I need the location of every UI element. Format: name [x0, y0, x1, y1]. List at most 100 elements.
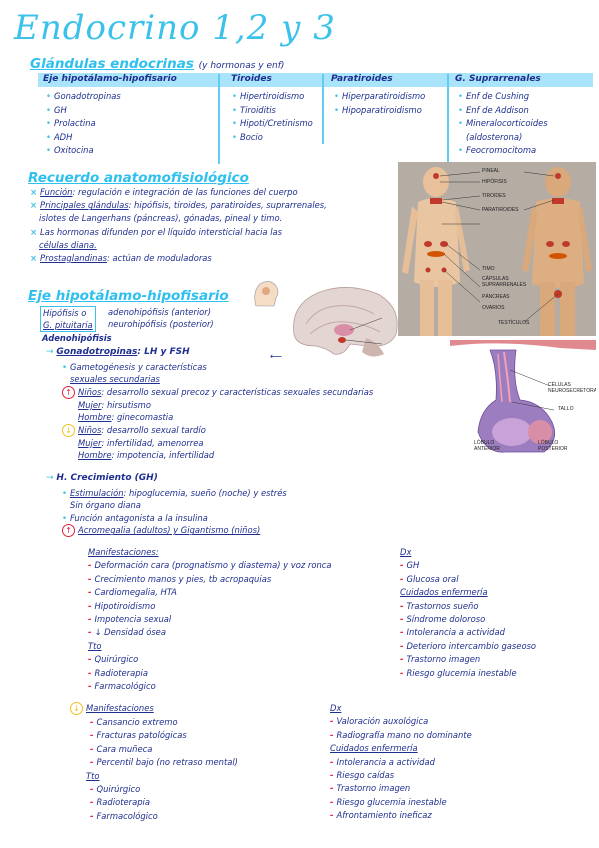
section-title: Tto: [88, 640, 102, 651]
item-text: : desarrollo sexual tardío: [101, 424, 206, 435]
gonadotropinas-heading: → Gonadotropinas: LH y FSH: [46, 347, 190, 357]
list-item: Deterioro intercambio gaseoso: [400, 640, 536, 653]
arrow-right-icon: →: [46, 347, 54, 357]
list-item: Hipoparatiroidismo: [334, 104, 425, 118]
list-item: Hipertiroidismo: [232, 90, 313, 104]
pituitary-label: CÉLULAS NEUROSECRETORAS: [548, 382, 596, 394]
list-item: Principales glándulas: hipófisis, tiroid…: [30, 199, 390, 212]
list-item: Mineralocorticoides: [458, 117, 548, 131]
item-text: : hirsutismo: [101, 399, 151, 410]
recuerdo-text: : hipófisis, tiroides, paratiroides, sup…: [128, 200, 327, 211]
eje-heading: Eje hipotálamo-hipofisario: [28, 288, 229, 304]
section-title: Dx: [400, 547, 412, 557]
column-paratiroides-list: Hiperparatiroidismo Hipoparatiroidismo: [334, 90, 425, 117]
acromegalia-manifestaciones: Manifestaciones: Deformación cara (progn…: [88, 546, 332, 693]
anatomy-bodies-icon: [402, 167, 592, 336]
list-item: Trastorno imagen: [330, 782, 472, 795]
anatomy-label: TIROIDES: [482, 193, 506, 199]
anatomy-label: TESTÍCULOS: [498, 320, 530, 326]
arrow-down-circle-icon: ↓: [70, 702, 83, 715]
gh-body: Estimulación: hipoglucemia, sueño (noche…: [62, 487, 287, 538]
arrow-up-circle-icon: ↑: [62, 385, 75, 399]
item-label: Hombre: [78, 450, 112, 461]
recuerdo-label: Principales glándulas: [40, 200, 129, 211]
list-item: Farmacológico: [88, 680, 332, 693]
anatomy-label: HIPÓFISIS: [482, 179, 507, 185]
arrow-up-circle-icon: ↑: [62, 524, 75, 538]
recuerdo-label: Función: [40, 187, 73, 197]
item-text: : impotencia, infertilidad: [111, 450, 215, 461]
glandulas-note: (y hormonas y enf): [198, 61, 285, 71]
acromegalia-dx: Dx GH Glucosa oral Cuidados enfermería T…: [400, 546, 536, 680]
gh-deficit-dx: Dx Valoración auxológica Radiografía man…: [330, 702, 472, 823]
recuerdo-text: : actúan de moduladoras: [106, 253, 212, 264]
list-item: islotes de Langerhans (páncreas), gónada…: [39, 213, 283, 224]
item-text: : desarrollo sexual precoz y característ…: [101, 386, 374, 397]
list-item: Glucosa oral: [400, 573, 536, 586]
list-item: ↓Niños: desarrollo sexual tardío: [62, 423, 373, 437]
item-label: Niños: [78, 424, 102, 435]
column-divider: [447, 74, 449, 164]
gh-heading: → H. Crecimiento (GH): [46, 473, 158, 483]
list-item: Las hormonas difunden por el líquido int…: [30, 226, 390, 239]
gonadotropinas-body: Gametogénesis y características sexuales…: [62, 361, 373, 461]
item-label: Niños: [78, 386, 102, 397]
item-text: : ginecomastia: [111, 412, 174, 423]
list-item: Síndrome doloroso: [400, 613, 536, 626]
column-divider: [218, 74, 220, 164]
list-item: Deformación cara (prognatismo y diastema…: [88, 559, 331, 572]
list-item: Fracturas patológicas: [90, 729, 238, 742]
column-divider: [322, 74, 324, 144]
list-item: Trastorno imagen: [400, 653, 536, 666]
anatomy-label: CÁPSULAS SUPRARRENALES: [482, 276, 527, 288]
list-item: Hipoti/Cretinismo: [232, 117, 313, 131]
hipofisis-part: neurohipófisis (posterior): [108, 319, 214, 329]
pituitary-label: TALLO: [558, 406, 574, 412]
list-item: Prolactina: [46, 117, 121, 131]
item-text: Acromegalia (adultos) y Gigantismo (niño…: [78, 525, 261, 536]
anatomy-label: TIMO: [482, 266, 495, 272]
column-header-eje: Eje hipotálamo-hipofisario: [43, 74, 177, 84]
list-item: ADH: [46, 131, 121, 145]
list-item: Valoración auxológica: [330, 715, 472, 728]
head-sketch: [250, 278, 282, 308]
list-item: Estimulación: hipoglucemia, sueño (noche…: [62, 487, 287, 499]
list-item: Gametogénesis y características: [62, 361, 373, 373]
item-text: : hipoglucemia, sueño (noche) y estrés: [123, 488, 287, 498]
list-item: Enf de Addison: [458, 104, 548, 118]
arrow-left-icon: ⟵: [270, 351, 283, 361]
list-item: Farmacológico: [90, 810, 238, 823]
list-item: Hombre: impotencia, infertilidad: [62, 449, 373, 461]
anatomy-label: PARATIROIDES: [482, 207, 519, 213]
hipofisis-box-line: Hipófisis o: [43, 308, 87, 318]
list-item: Función antagonista a la insulina: [62, 512, 287, 524]
pituitary-label: LÓBULO ANTERIOR: [474, 440, 500, 452]
section-title: Dx: [330, 703, 342, 713]
list-item: Enf de Cushing: [458, 90, 548, 104]
list-item: Hipotiroidismo: [88, 600, 332, 613]
gh-deficit-body: Cansancio extremo Fracturas patológicas …: [86, 716, 238, 823]
list-item: (aldosterona): [466, 131, 523, 142]
list-item: Mujer: hirsutismo: [62, 399, 373, 411]
list-item: Feocromocitoma: [458, 144, 548, 158]
section-title: Manifestaciones:: [88, 547, 159, 557]
item-label: Hombre: [78, 412, 112, 423]
recuerdo-text: : regulación e integración de las funcio…: [72, 187, 298, 197]
gh-deficit-heading: ↓Manifestaciones: [70, 702, 154, 715]
column-header-tiroides: Tiroides: [231, 74, 272, 84]
list-item: GH: [46, 104, 121, 118]
columns-header-bar: [38, 73, 593, 87]
glandulas-heading: Glándulas endocrinas (y hormonas y enf): [30, 56, 284, 72]
list-item: Hombre: ginecomastia: [62, 411, 373, 423]
gh-title: H. Crecimiento (GH): [56, 473, 158, 483]
list-item: Radioterapia: [90, 796, 238, 809]
list-item: Intolerancia a actividad: [400, 626, 536, 639]
list-item: Tiroiditis: [232, 104, 313, 118]
list-item: Mujer: infertilidad, amenorrea: [62, 437, 373, 449]
list-item: ↑Niños: desarrollo sexual precoz y carac…: [62, 385, 374, 399]
brain-illustration: [286, 284, 406, 366]
pituitary-illustration: CÉLULAS NEUROSECRETORAS TALLO LÓBULO ANT…: [450, 340, 596, 468]
page-title: Endocrino 1,2 y 3: [14, 8, 336, 48]
column-tiroides-list: Hipertiroidismo Tiroiditis Hipoti/Cretin…: [232, 90, 313, 144]
list-item: Hiperparatiroidismo: [334, 90, 425, 104]
